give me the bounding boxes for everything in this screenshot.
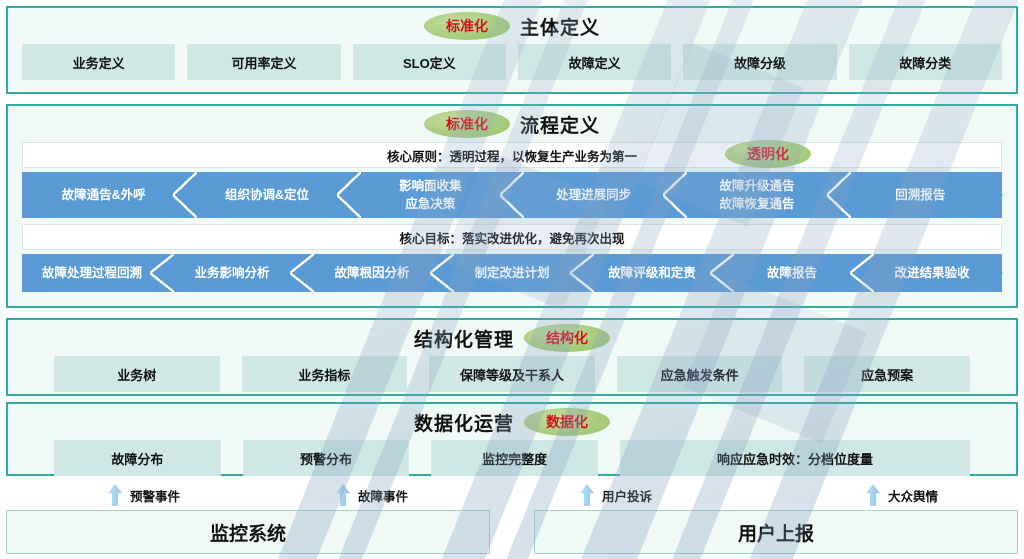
chevron-fault-report[interactable]: 故障报告: [710, 254, 862, 292]
chevron-business-impact-analysis[interactable]: 业务影响分析: [150, 254, 302, 292]
chevron-label-2: 应急决策: [405, 197, 456, 211]
process-title: 流程定义: [519, 115, 600, 137]
chevron-label: 制定改进计划: [474, 265, 550, 280]
source-arrow-alert-event: 预警事件: [108, 484, 180, 506]
badge-standardization: 标准化: [423, 110, 510, 138]
badge-datafication: 数据化: [524, 408, 610, 436]
source-box-label: 监控系统: [209, 523, 286, 545]
structured-tiles: 业务树 业务指标 保障等级及干系人 应急触发条件 应急预案: [8, 356, 1016, 402]
structured-title: 结构化管理: [413, 329, 514, 351]
badge-structuring: 结构化: [524, 324, 610, 352]
badge-transparency: 透明化: [725, 140, 811, 168]
chevron-label: 故障升级通告: [719, 178, 795, 193]
tile-business-metrics[interactable]: 业务指标: [241, 356, 408, 392]
chevron-improvement-plan[interactable]: 制定改进计划: [430, 254, 582, 292]
source-box-label: 用户上报: [737, 523, 814, 545]
arrow-up-icon: [108, 484, 122, 506]
tile-fault-grading[interactable]: 故障分级: [683, 44, 837, 80]
source-label: 故障事件: [358, 489, 409, 504]
chevron-label: 故障根因分析: [334, 265, 410, 280]
chevron-org-coordination-locate[interactable]: 组织协调&定位: [173, 172, 348, 218]
arrow-up-icon: [336, 484, 350, 506]
data-ops-title: 数据化运营: [413, 413, 514, 435]
subject-header: 标准化 主体定义: [8, 8, 1016, 44]
structured-header: 结构化管理 结构化: [8, 320, 1016, 356]
tile-fault-classification[interactable]: 故障分类: [848, 44, 1002, 80]
source-box-monitoring-system[interactable]: 监控系统: [6, 510, 490, 554]
chevron-fault-notice-outbound[interactable]: 故障通告&外呼: [22, 172, 185, 218]
chevron-label-2: 故障恢复通告: [719, 197, 795, 211]
chevron-label: 影响面收集: [399, 178, 462, 193]
process-header: 标准化 流程定义: [8, 106, 1016, 142]
tile-business-tree[interactable]: 业务树: [54, 356, 220, 392]
tile-emergency-plan[interactable]: 应急预案: [804, 356, 970, 392]
tile-response-timeliness[interactable]: 响应应急时效：分档位度量: [620, 440, 971, 476]
tile-alert-distribution[interactable]: 预警分布: [242, 440, 410, 476]
source-arrow-fault-event: 故障事件: [336, 484, 408, 506]
chevron-impact-collection-decision[interactable]: 影响面收集 应急决策: [336, 172, 512, 218]
chevron-label: 组织协调&定位: [224, 187, 309, 202]
section-process-definition: 标准化 流程定义 核心原则：透明过程，以恢复生产业务为第一 透明化 故障通告&外…: [6, 104, 1018, 308]
source-arrow-public-opinion: 大众舆情: [866, 484, 938, 506]
source-label: 用户投诉: [602, 489, 653, 504]
core-goal-note: 核心目标：落实改进优化，避免再次出现: [22, 224, 1002, 250]
chevron-label: 回溯报告: [895, 187, 946, 202]
source-label: 大众舆情: [888, 489, 939, 504]
data-ops-header: 数据化运营 数据化: [8, 404, 1016, 440]
chevron-handling-retrospect[interactable]: 故障处理过程回溯: [22, 254, 162, 292]
source-arrow-user-complaint: 用户投诉: [580, 484, 652, 506]
tile-business-definition[interactable]: 业务定义: [22, 44, 176, 80]
core-principle-note: 核心原则：透明过程，以恢复生产业务为第一 透明化: [22, 140, 1002, 168]
chevron-escalation-recovery-notice[interactable]: 故障升级通告 故障恢复通告: [663, 172, 838, 218]
source-box-user-report[interactable]: 用户上报: [534, 510, 1018, 554]
core-principle-text: 核心原则：透明过程，以恢复生产业务为第一: [386, 149, 637, 164]
chevron-rating-accountability[interactable]: 故障评级和定责: [570, 254, 722, 292]
process-row-improvement: 故障处理过程回溯 业务影响分析 故障根因分析 制定改进计划 故障评级和定责 故障…: [22, 254, 1003, 292]
badge-standardization: 标准化: [423, 12, 510, 40]
tile-monitoring-completeness[interactable]: 监控完整度: [431, 440, 599, 476]
tile-slo-definition[interactable]: SLO定义: [352, 44, 506, 80]
tile-availability-definition[interactable]: 可用率定义: [187, 44, 341, 80]
section-data-operations: 数据化运营 数据化 故障分布 预警分布 监控完整度 响应应急时效：分档位度量: [6, 402, 1018, 476]
source-arrow-row: 预警事件 故障事件 用户投诉 大众舆情: [0, 484, 1024, 510]
arrow-up-icon: [866, 484, 880, 506]
chevron-retrospective-report[interactable]: 回溯报告: [826, 172, 1002, 218]
chevron-label: 业务影响分析: [194, 265, 270, 280]
section-structured-management: 结构化管理 结构化 业务树 业务指标 保障等级及干系人 应急触发条件 应急预案: [6, 318, 1018, 396]
chevron-label: 故障通告&外呼: [61, 187, 146, 202]
chevron-progress-sync[interactable]: 处理进展同步: [499, 172, 675, 218]
tile-guarantee-level-stakeholders[interactable]: 保障等级及干系人: [429, 356, 595, 392]
chevron-label: 故障处理过程回溯: [41, 265, 142, 280]
source-label: 预警事件: [130, 489, 181, 504]
chevron-label: 故障评级和定责: [608, 265, 696, 280]
arrow-up-icon: [580, 484, 594, 506]
subject-title: 主体定义: [519, 17, 600, 39]
chevron-improvement-acceptance[interactable]: 改进结果验收: [850, 254, 1002, 292]
chevron-label: 改进结果验收: [894, 265, 970, 280]
subject-tiles: 业务定义 可用率定义 SLO定义 故障定义 故障分级 故障分类: [8, 44, 1016, 90]
chevron-label: 处理进展同步: [556, 187, 632, 202]
tile-fault-distribution[interactable]: 故障分布: [54, 440, 221, 476]
chevron-root-cause-analysis[interactable]: 故障根因分析: [290, 254, 442, 292]
process-row-handling: 故障通告&外呼 组织协调&定位 影响面收集 应急决策 处理进展同步 故障升级通告…: [22, 172, 1003, 218]
core-goal-text: 核心目标：落实改进优化，避免再次出现: [399, 231, 625, 246]
section-subject-definition: 标准化 主体定义 业务定义 可用率定义 SLO定义 故障定义 故障分级 故障分类: [6, 6, 1018, 94]
data-ops-tiles: 故障分布 预警分布 监控完整度 响应应急时效：分档位度量: [8, 440, 1016, 484]
tile-emergency-trigger-conditions[interactable]: 应急触发条件: [616, 356, 783, 392]
tile-fault-definition[interactable]: 故障定义: [517, 44, 672, 80]
chevron-label: 故障报告: [766, 265, 817, 280]
